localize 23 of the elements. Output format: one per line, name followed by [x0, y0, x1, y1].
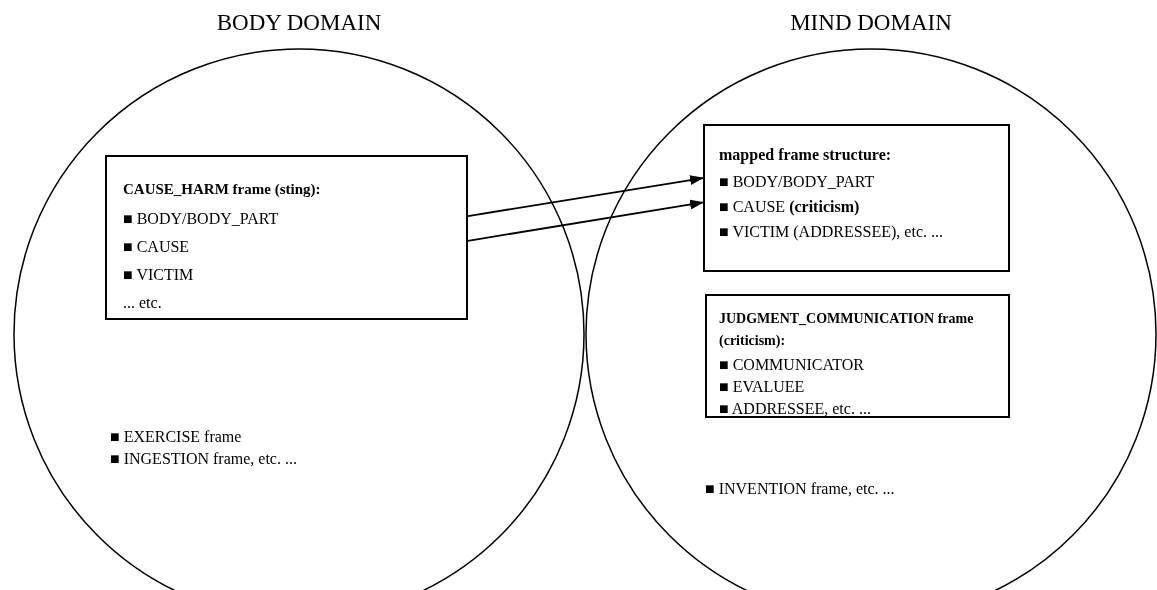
frame-element: ■ ADDRESSEE, etc. ... [719, 399, 872, 419]
frame-item: ■ INGESTION frame, etc. ... [110, 449, 297, 469]
frame-element: ■ BODY/BODY_PART [719, 172, 876, 192]
frame-item: ■ EXERCISE frame [110, 427, 242, 447]
arrow [467, 175, 704, 217]
frame-element: ■ CAUSE [123, 237, 191, 257]
arrow [467, 199, 704, 242]
frame-box [703, 124, 1010, 272]
frame-element: ■ VICTIM (ADDRESSEE), etc. ... [719, 222, 944, 243]
frame-element: ■ COMMUNICATOR [719, 355, 865, 375]
frame-element: ■ VICTIM [123, 265, 195, 285]
frame-element: ■ BODY/BODY_PART [123, 209, 280, 229]
frame-box [105, 155, 468, 320]
frame-box [705, 294, 1010, 418]
frame-element: ... etc. [123, 293, 163, 313]
frame-element: ■ CAUSE (criticism) [719, 197, 861, 218]
frame-item: ■ INVENTION frame, etc. ... [705, 479, 895, 499]
frame-element: ■ EVALUEE [719, 377, 806, 397]
frame-title: JUDGMENT_COMMUNICATION frame (criticism): [719, 310, 975, 350]
frame-title: CAUSE_HARM frame (sting): [123, 180, 322, 199]
domain-heading: BODY DOMAIN [215, 9, 383, 37]
domain-heading: MIND DOMAIN [789, 9, 953, 37]
frame-title: mapped frame structure: [719, 145, 893, 166]
